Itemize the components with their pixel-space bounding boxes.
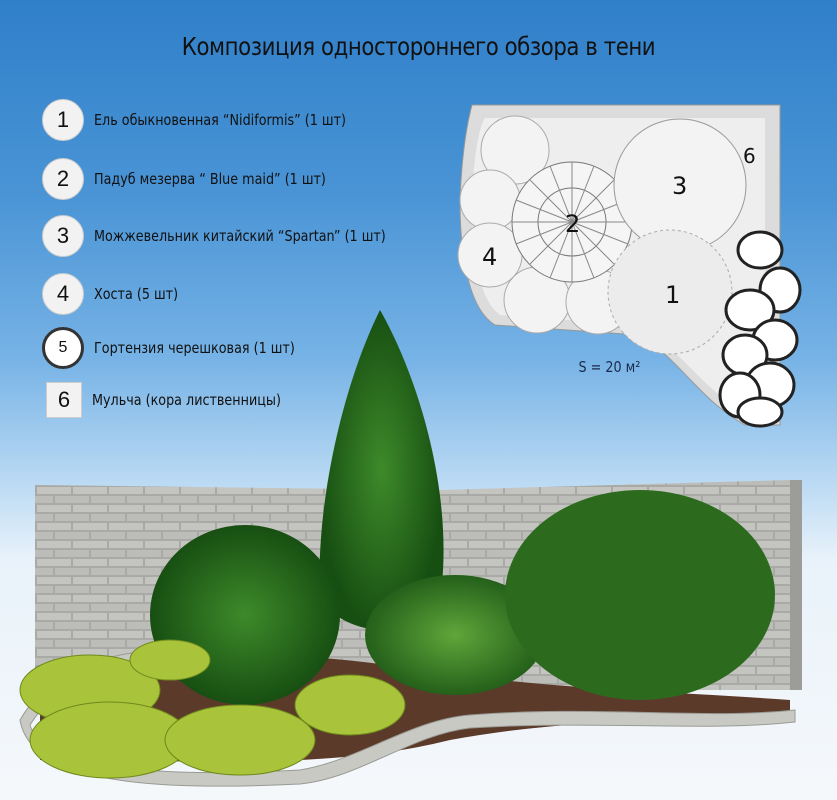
plant-hydrangea <box>505 490 775 700</box>
hosta-symbol-icon: 4 <box>42 273 84 315</box>
plant-nidiformis-spruce <box>365 575 545 695</box>
legend-item-juniper: 3 Можжевельник китайский “Spartan” (1 шт… <box>42 214 437 258</box>
spruce-symbol-icon: 1 <box>42 99 84 141</box>
legend-item-spruce: 1 Ель обыкновенная “Nidiformis” (1 шт) <box>42 98 390 142</box>
plant-spartan-juniper <box>319 310 444 630</box>
holly-symbol-icon: 2 <box>42 158 84 200</box>
juniper-symbol-icon: 3 <box>42 215 84 257</box>
hydrangea-symbol-icon: 5 <box>42 327 84 369</box>
legend-item-hydrangea: 5 Гортензия черешковая (1 шт) <box>42 326 330 370</box>
legend-label: Мульча (кора лиственницы) <box>92 391 281 409</box>
legend-item-holly: 2 Падуб мезерва “ Blue maid” (1 шт) <box>42 157 367 201</box>
legend-label: Хоста (5 шт) <box>94 285 179 303</box>
page-title: Композиция одностороннего обзора в тени <box>181 32 656 61</box>
plant-hostas <box>19 639 406 779</box>
legend-item-hosta: 4 Хоста (5 шт) <box>42 272 193 316</box>
plan-area-label: S = 20 м² <box>578 358 641 376</box>
legend-item-mulch: 6 Мульча (кора лиственницы) <box>42 378 314 422</box>
mulch-symbol-icon: 6 <box>46 382 82 418</box>
legend-label: Можжевельник китайский “Spartan” (1 шт) <box>94 227 386 245</box>
legend-label: Падуб мезерва “ Blue maid” (1 шт) <box>94 170 326 188</box>
legend-label: Ель обыкновенная “Nidiformis” (1 шт) <box>94 111 347 129</box>
legend-label: Гортензия черешковая (1 шт) <box>94 339 295 357</box>
